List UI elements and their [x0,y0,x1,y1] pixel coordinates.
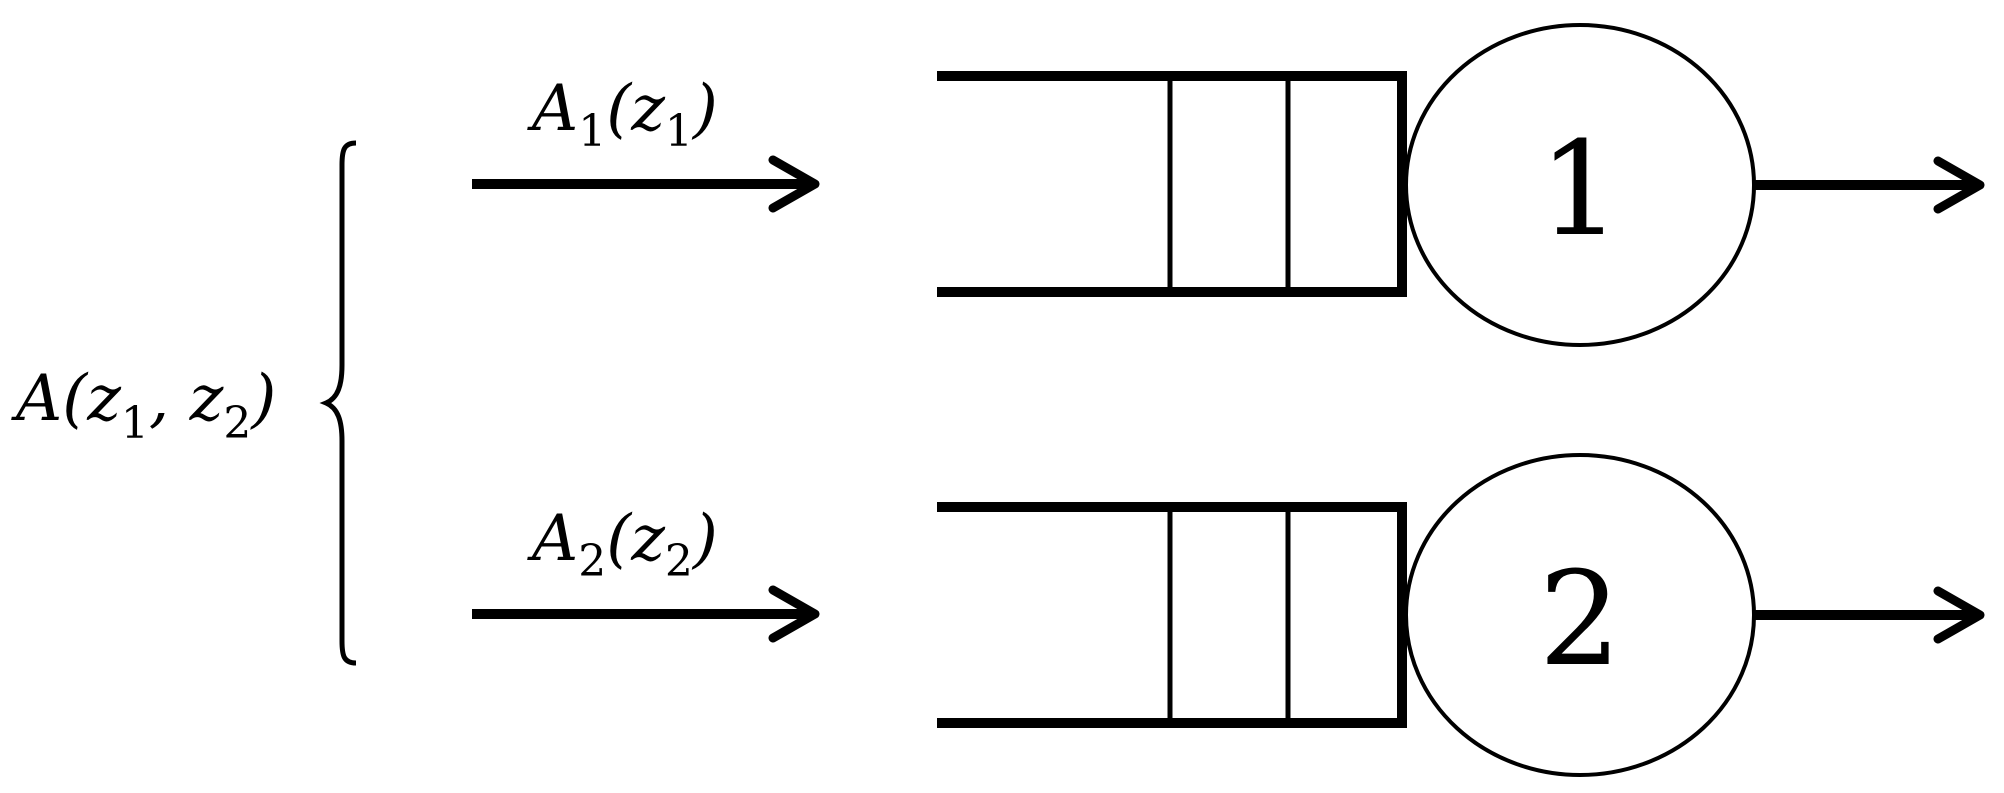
server-2: 2 [1404,453,1756,777]
arrival-1: A1(z1) [472,72,820,213]
queue-2-buffer [937,502,1407,728]
source-label: A(z1, z2) [11,362,276,449]
server-1-label: 1 [1539,113,1622,265]
brace [319,140,357,666]
arrival-1-label: A1(z1) [527,72,718,157]
server-1: 1 [1404,23,1756,347]
queue-1-buffer [937,71,1407,297]
server-2-label: 2 [1539,543,1622,695]
arrival-2: A2(z2) [472,502,820,643]
arrival-2-label: A2(z2) [527,502,718,587]
